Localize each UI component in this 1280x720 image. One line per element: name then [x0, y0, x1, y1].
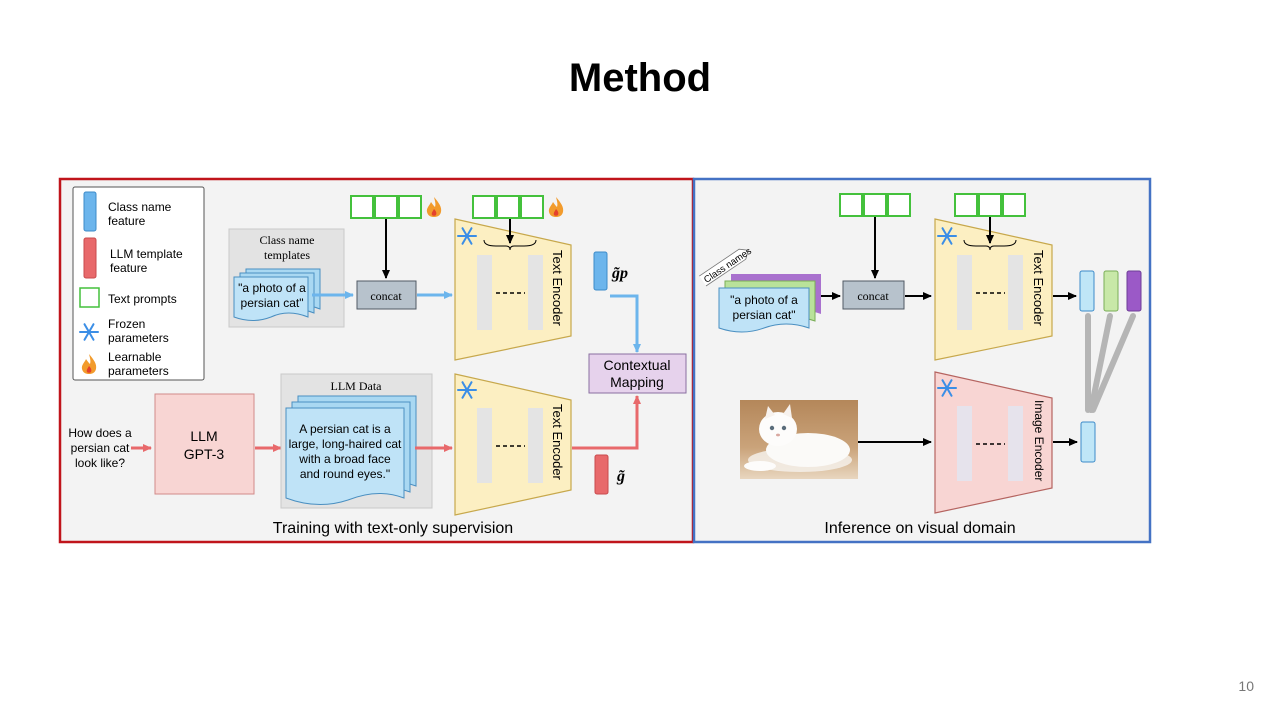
inference-caption: Inference on visual domain	[824, 520, 1015, 537]
llm-gpt3-box	[154, 393, 255, 495]
arrow-encoder-to-mapping	[572, 395, 641, 450]
similarity-lines	[1085, 313, 1136, 413]
llm-data-title: LLM Data	[331, 379, 383, 393]
image-feature	[1080, 421, 1096, 463]
encoder-layer	[1008, 255, 1023, 330]
text-prompts-top-left	[350, 195, 422, 219]
llm-card	[285, 407, 405, 506]
template-card	[233, 276, 309, 321]
image-encoder: Image Encoder	[934, 371, 1053, 514]
concat-box	[356, 280, 417, 310]
text-prompts-top-right	[472, 195, 544, 219]
prompt-token	[496, 195, 520, 219]
legend-class-feature-swatch	[83, 191, 97, 232]
inference-prompts-left	[839, 193, 911, 217]
encoder-layer	[528, 408, 543, 483]
flame-icon	[81, 354, 97, 374]
legend-text-prompt-swatch	[79, 287, 100, 308]
snowflake-icon	[937, 227, 957, 245]
prompt-token	[398, 195, 422, 219]
encoder-layer	[1008, 406, 1023, 481]
prompt-token	[374, 195, 398, 219]
text-encoder-bottom: Text Encoder	[454, 373, 572, 516]
contextual-mapping-box	[588, 353, 687, 394]
prompt-token	[863, 193, 887, 217]
page-number: 10	[1238, 678, 1254, 694]
prompt-token	[520, 195, 544, 219]
inference-concat-label: concat	[857, 289, 889, 303]
text-encoder-top: Text Encoder	[454, 218, 572, 361]
arrow-gp-to-mapping	[610, 294, 641, 353]
prompt-token	[839, 193, 863, 217]
prompt-token	[954, 193, 978, 217]
inference-text-encoder-label: Text Encoder	[1031, 250, 1046, 327]
text-encoder-bottom-label: Text Encoder	[550, 404, 565, 481]
prompt-token	[1002, 193, 1026, 217]
encoder-brace	[483, 239, 537, 251]
g-p-label: g̃p	[611, 265, 628, 282]
flame-icon	[426, 197, 442, 217]
inference-text-encoder: Text Encoder	[934, 218, 1053, 361]
cat-photo	[740, 400, 858, 479]
text-encoder-top-label: Text Encoder	[550, 250, 565, 327]
prompt-token	[978, 193, 1002, 217]
legend-box	[72, 186, 205, 381]
encoder-layer	[528, 255, 543, 330]
inference-panel-bg	[694, 179, 1150, 542]
llm-template-feature-g	[594, 454, 609, 495]
concat-label: concat	[370, 289, 402, 303]
encoder-layer	[957, 255, 972, 330]
text-feature-blue	[1079, 270, 1095, 312]
snowflake-icon	[79, 323, 99, 341]
slide-title: Method	[568, 56, 712, 100]
inference-card	[718, 287, 810, 333]
text-feature-green	[1103, 270, 1119, 312]
snowflake-icon	[457, 381, 477, 399]
encoder-layer	[477, 408, 492, 483]
inference-prompts-right	[954, 193, 1026, 217]
flame-icon	[548, 197, 564, 217]
encoder-layer	[957, 406, 972, 481]
inference-concat-box	[842, 280, 905, 310]
snowflake-icon	[457, 227, 477, 245]
image-encoder-label: Image Encoder	[1032, 400, 1046, 481]
legend-llm-feature-swatch	[83, 237, 97, 279]
prompt-token	[350, 195, 374, 219]
inference-panel-border	[692, 177, 1152, 544]
text-feature-purple	[1126, 270, 1142, 312]
class-name-feature-gp	[593, 251, 608, 291]
snowflake-icon	[937, 379, 957, 397]
prompt-token	[472, 195, 496, 219]
training-caption: Training with text-only supervision	[273, 520, 513, 537]
prompt-token	[887, 193, 911, 217]
encoder-brace	[963, 239, 1017, 251]
g-label: g̃	[616, 468, 625, 485]
encoder-layer	[477, 255, 492, 330]
legend-text-prompts: Text prompts	[108, 292, 177, 306]
